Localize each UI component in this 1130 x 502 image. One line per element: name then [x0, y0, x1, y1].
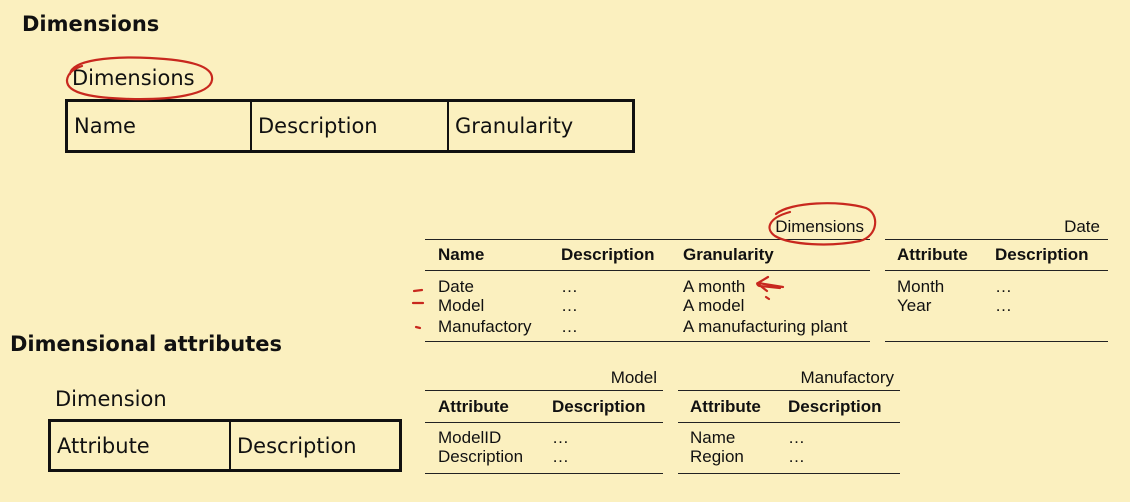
- schema-cell-name: Name: [74, 114, 136, 138]
- dim-cell-description: …: [561, 277, 578, 296]
- date-header-description: Description: [995, 245, 1089, 264]
- date-table: Date Attribute Description Month Year … …: [885, 215, 1108, 345]
- table-row: Name Region: [690, 428, 744, 466]
- dim-cell-description: …: [561, 296, 578, 315]
- dim-cell-granularity: A manufacturing plant: [683, 317, 848, 336]
- schema-cell-granularity: Granularity: [447, 102, 632, 150]
- manufactory-header-attribute: Attribute: [690, 397, 761, 416]
- table-row: … …: [995, 277, 1012, 315]
- model-cell-attribute: ModelID: [438, 428, 502, 447]
- dim-cell-name: Manufactory: [438, 317, 532, 336]
- dim-cell-granularity: A model: [683, 296, 745, 315]
- model-header-description: Description: [552, 397, 646, 416]
- date-header-attribute: Attribute: [897, 245, 968, 264]
- dim-header-granularity: Granularity: [683, 245, 774, 264]
- manufactory-cell-description: …: [788, 428, 805, 447]
- model-cell-description: …: [552, 428, 569, 447]
- bullet-annotation: [414, 325, 422, 330]
- table-row: … …: [552, 428, 569, 466]
- model-cell-attribute: Description: [438, 447, 524, 466]
- table-row: Month Year: [897, 277, 944, 315]
- table-row: … …: [788, 428, 805, 466]
- dim-cell-name: Date: [438, 277, 474, 296]
- schema-cell-attribute: Attribute: [57, 433, 150, 458]
- date-table-caption: Date: [1064, 217, 1100, 236]
- model-table: Model Attribute Description ModelID Desc…: [425, 366, 663, 476]
- model-header-attribute: Attribute: [438, 397, 509, 416]
- schema-attributes-box: Attribute Description: [48, 419, 402, 472]
- manufactory-cell-attribute: Name: [690, 428, 736, 447]
- bullet-annotation: [412, 288, 424, 293]
- schema-dimension-title: Dimension: [55, 387, 167, 411]
- table-row: A month A model A manufacturing plant: [683, 277, 847, 336]
- manufactory-table-caption: Manufactory: [800, 368, 894, 387]
- schema-cell-description: Description: [250, 102, 447, 150]
- dim-cell-granularity: A month: [683, 277, 746, 296]
- dim-header-name: Name: [438, 245, 485, 264]
- heading-dimensions: Dimensions: [22, 12, 160, 36]
- heading-dimensional-attributes: Dimensional attributes: [10, 332, 283, 356]
- manufactory-cell-description: …: [788, 447, 805, 466]
- dim-header-description: Description: [561, 245, 655, 264]
- schema-dimensions-title: Dimensions: [72, 66, 195, 90]
- model-table-caption: Model: [610, 368, 657, 387]
- table-row: … … …: [561, 277, 578, 336]
- dimensions-table-caption: Dimensions: [775, 217, 864, 236]
- model-cell-description: …: [552, 447, 569, 466]
- date-cell-attribute: Year: [897, 296, 932, 315]
- manufactory-cell-attribute: Region: [690, 447, 744, 466]
- date-cell-description: …: [995, 296, 1012, 315]
- date-cell-attribute: Month: [897, 277, 945, 296]
- dimensions-table: Dimensions Name Description Granularity …: [425, 215, 870, 345]
- manufactory-header-description: Description: [788, 397, 882, 416]
- table-row: ModelID Description: [438, 428, 523, 466]
- table-row: Date Model Manufactory: [438, 277, 532, 336]
- schema-dimensions-box: Name Description Granularity: [65, 99, 635, 153]
- dim-cell-description: …: [561, 317, 578, 336]
- date-cell-description: …: [995, 277, 1012, 296]
- manufactory-table: Manufactory Attribute Description Name R…: [678, 366, 900, 476]
- dim-cell-name: Model: [438, 296, 485, 315]
- schema-cell-attr-description: Description: [229, 422, 399, 469]
